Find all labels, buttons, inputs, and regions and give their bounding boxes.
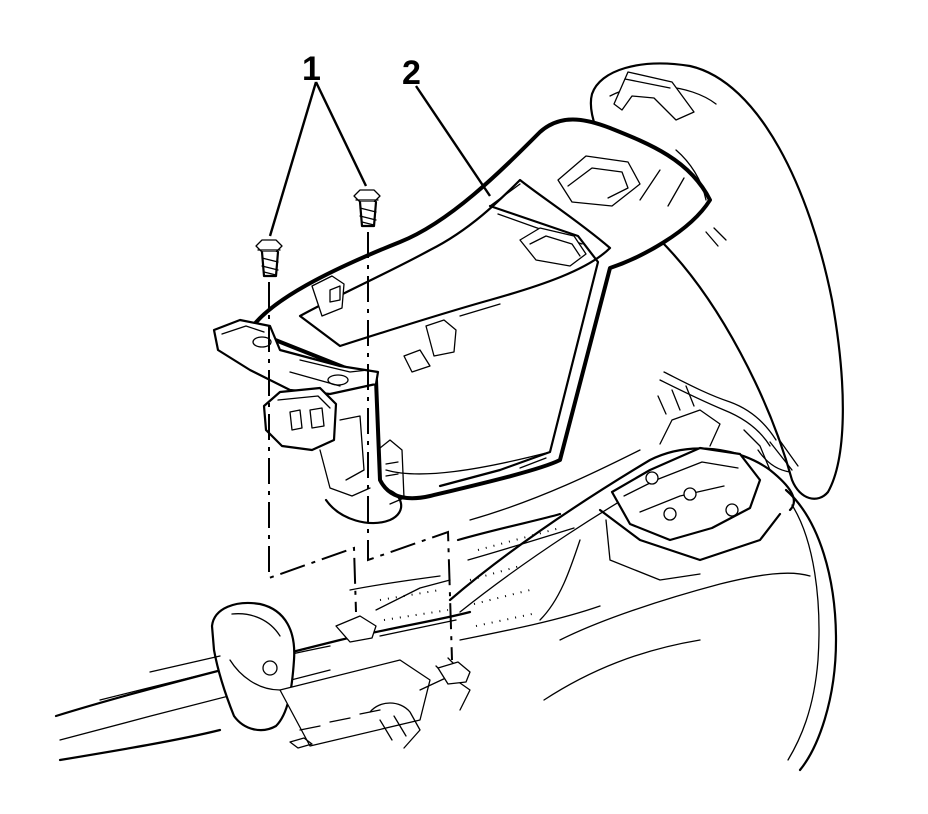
- console-hardware: [610, 385, 771, 542]
- shifter-area: [54, 575, 472, 762]
- leader-lines: [268, 81, 491, 237]
- armrest-lid: [589, 62, 844, 500]
- callout-1-label: 1: [302, 50, 321, 88]
- console-storage-bin: [212, 117, 712, 525]
- shift-knob: [210, 601, 296, 732]
- fastener-right: [353, 189, 381, 228]
- fastener-left: [255, 239, 283, 278]
- callout-2-label: 2: [402, 54, 421, 92]
- alignment-lines: [268, 232, 453, 661]
- console-body: [448, 371, 838, 772]
